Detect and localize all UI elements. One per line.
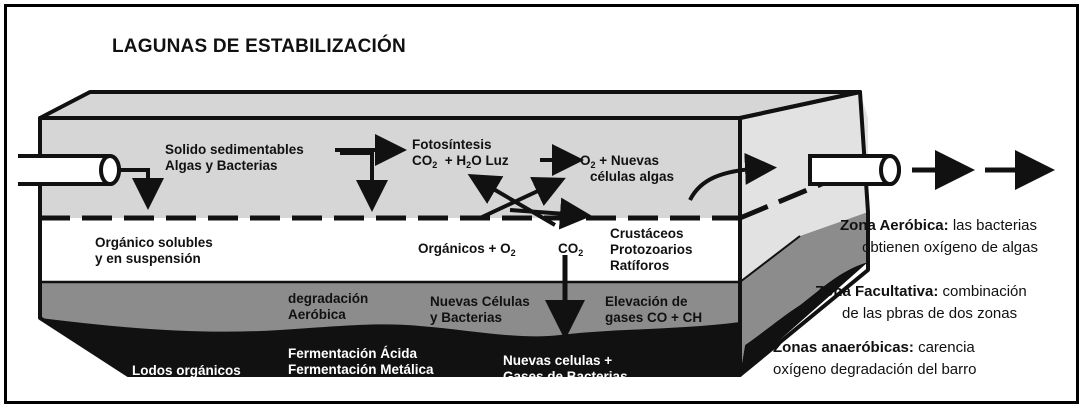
h2o-o-text: O Luz bbox=[471, 153, 509, 168]
zone-facult-line-1: Zona Facultativa: combinación bbox=[815, 281, 1027, 302]
celulas-algas-label: células algas bbox=[590, 169, 675, 184]
zone-facult-desc-2: de las pbras de dos zonas bbox=[842, 305, 1018, 322]
zone-facult-desc-1: combinación bbox=[942, 283, 1027, 300]
elev-label-2: gases CO + CH bbox=[605, 310, 703, 325]
outer-frame bbox=[4, 4, 1079, 404]
right-face-outline bbox=[738, 90, 870, 377]
photo-formula: CO2 + H2O Luz bbox=[412, 152, 509, 170]
inlet-down-arrow bbox=[118, 168, 164, 210]
nuevas-cel-label-1: Nuevas Células bbox=[430, 294, 530, 309]
organico-label-2: y en suspensión bbox=[95, 251, 201, 266]
right-face-facultative bbox=[740, 212, 868, 375]
organicos-formula: Orgánicos + O2 bbox=[418, 240, 516, 258]
elev-label-1: Elevación de bbox=[605, 294, 688, 309]
zone-anaer-name: Zonas anaeróbicas: bbox=[773, 339, 914, 356]
cross-arrow-mid bbox=[509, 197, 592, 230]
outlet-curve-arrow bbox=[688, 152, 777, 201]
co2-sub: 2 bbox=[432, 160, 438, 170]
o2-text: O bbox=[580, 153, 591, 168]
ferm-label-1: Fermentación Ácida bbox=[288, 346, 418, 361]
zone-anaer-line-1: Zonas anaeróbicas: carencia bbox=[773, 337, 975, 358]
anaerobic-layer bbox=[40, 318, 740, 375]
nuevas-cel-label-2: y Bacterias bbox=[430, 310, 503, 325]
inlet-pipe-end bbox=[99, 154, 121, 186]
photo-label: Fotosíntesis bbox=[412, 137, 492, 152]
lodos-label: Lodos orgánicos bbox=[132, 363, 241, 378]
zone-aerobic-desc-1: las bacterias bbox=[952, 217, 1038, 234]
co2-b-formula: CO2 bbox=[558, 240, 584, 258]
organicos-sub: 2 bbox=[510, 248, 516, 258]
nuevas-gas-label-2: Gases de Bacterias bbox=[503, 369, 628, 384]
outlet-pipe-end bbox=[879, 154, 901, 186]
h2o-h-text: + H bbox=[444, 153, 467, 168]
degr-label-2: Aeróbica bbox=[288, 307, 346, 322]
pool-outline bbox=[38, 116, 742, 377]
zone-aerobic-desc-2: obtienen oxígeno de algas bbox=[862, 239, 1038, 256]
zone-anaer-desc-1: carencia bbox=[918, 339, 975, 356]
co2-b-text: CO bbox=[558, 241, 579, 256]
co2-text: CO bbox=[412, 153, 433, 168]
o2-formula: O2 + Nuevas bbox=[580, 152, 659, 170]
zone-facult-name: Zona Facultativa: bbox=[815, 283, 939, 300]
organicos-text: Orgánicos + O bbox=[418, 241, 511, 256]
nuevas-text: + Nuevas bbox=[599, 153, 659, 168]
nuevas-gas-label-1: Nuevas celulas + bbox=[503, 353, 613, 368]
solids-down-arrow bbox=[340, 151, 388, 212]
solids-label-2: Algas y Bacterias bbox=[165, 158, 278, 173]
crust-label-3: Ratíforos bbox=[610, 258, 670, 273]
cross-arrow-down bbox=[479, 176, 566, 220]
solids-label-1: Solido sedimentables bbox=[165, 142, 304, 157]
organico-label-1: Orgánico solubles bbox=[95, 235, 213, 250]
co2-b-sub: 2 bbox=[578, 248, 584, 258]
crust-label-2: Protozoarios bbox=[610, 242, 693, 257]
crust-label-1: Crustáceos bbox=[610, 226, 684, 241]
pool-top-back bbox=[38, 90, 862, 120]
layer-divider-right bbox=[739, 235, 801, 283]
o2-sub: 2 bbox=[590, 160, 596, 170]
zone-anaer-desc-2: oxígeno degradación del barro bbox=[773, 361, 977, 378]
h2o-sub: 2 bbox=[466, 160, 472, 170]
zone-aerobic-line-1: Zona Aeróbica: las bacterias bbox=[840, 215, 1037, 236]
zone-aerobic-name: Zona Aeróbica: bbox=[840, 217, 949, 234]
degr-label-1: degradación bbox=[288, 291, 369, 306]
diagram-title: LAGUNAS DE ESTABILIZACIÓN bbox=[112, 36, 406, 57]
ferm-label-2: Fermentación Metálica bbox=[288, 362, 434, 377]
